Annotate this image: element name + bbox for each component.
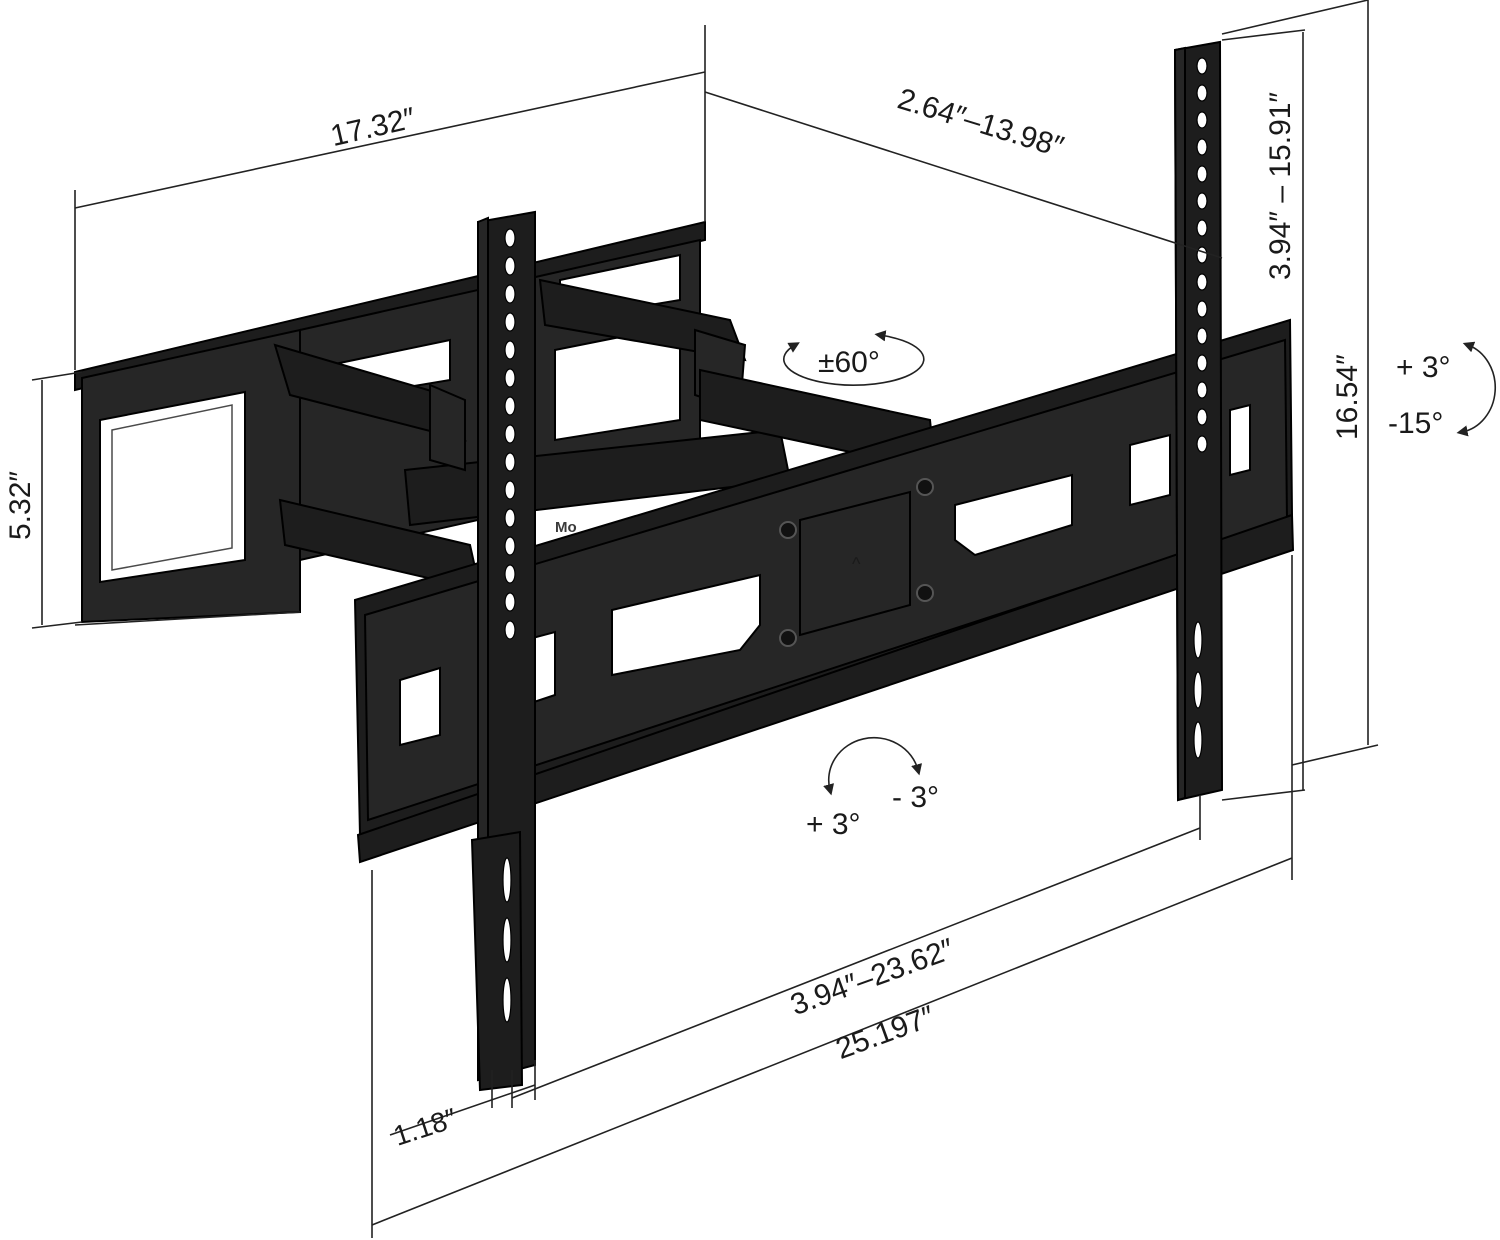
swivel-arrow-icon <box>783 330 925 386</box>
bracket-hole <box>1196 192 1208 210</box>
bracket-hole <box>1196 300 1208 318</box>
bracket-hole <box>1196 84 1208 102</box>
bracket-hole <box>1193 621 1203 659</box>
bracket-hole <box>502 977 512 1023</box>
bracket-hole <box>502 917 512 963</box>
bolt-icon <box>916 584 934 602</box>
tilt-down-label: -15° <box>1388 407 1443 440</box>
bracket-hole <box>1193 671 1203 709</box>
bracket-hole <box>504 536 516 556</box>
bracket-hole <box>504 396 516 416</box>
tilt-up-label: + 3° <box>1396 351 1451 384</box>
level-arrow-icon <box>823 736 922 796</box>
bracket-hole <box>504 284 516 304</box>
swivel-label: ±60° <box>818 346 880 379</box>
level-indicator: + 3° - 3° <box>806 736 939 841</box>
bracket-hole <box>1196 138 1208 156</box>
bracket-hole <box>504 312 516 332</box>
bracket-hole <box>1196 327 1208 345</box>
bracket-hole <box>1196 219 1208 237</box>
bracket-hole <box>1193 721 1203 759</box>
bracket-hole <box>504 620 516 640</box>
wall-plate-height-label: 5.32″ <box>4 471 37 540</box>
bracket-hole <box>1196 111 1208 129</box>
bracket-hole <box>504 368 516 388</box>
total-height-label: 16.54″ <box>1331 354 1364 440</box>
right-vertical-bracket <box>1173 40 1224 802</box>
arm-depth-label: 17.32″ <box>327 102 418 154</box>
tilt-indicator: + 3° -15° <box>1388 341 1497 440</box>
bracket-hole <box>504 256 516 276</box>
bracket-spacing-label: 3.94″ – 15.91″ <box>1264 92 1297 280</box>
bracket-hole <box>504 564 516 584</box>
bracket-width-label: 1.18″ <box>390 1102 461 1151</box>
bracket-hole <box>504 480 516 500</box>
bracket-hole <box>1196 354 1208 372</box>
bracket-hole <box>1196 381 1208 399</box>
bracket-hole <box>504 228 516 248</box>
horizontal-spacing-label: 3.94″–23.62″ <box>786 932 959 1022</box>
level-plus-label: + 3° <box>806 808 861 841</box>
dimension-lines <box>31 0 1379 1238</box>
bracket-hole <box>1196 246 1208 264</box>
bracket-hole <box>1196 408 1208 426</box>
bolt-icon <box>779 629 797 647</box>
bolt-icon <box>779 521 797 539</box>
bracket-hole <box>504 424 516 444</box>
bracket-hole <box>504 508 516 528</box>
bracket-hole <box>1196 273 1208 291</box>
left-vertical-bracket <box>470 210 536 1092</box>
bracket-hole <box>504 452 516 472</box>
bracket-hole <box>504 592 516 612</box>
total-width-label: 25.197″ <box>832 1000 940 1066</box>
level-minus-label: - 3° <box>892 781 939 814</box>
tilt-arrow-icon <box>1456 341 1497 437</box>
up-arrow-icon: ^ <box>852 554 861 574</box>
tv-rail: ^ Mo <box>353 318 1295 864</box>
bracket-hole <box>1196 165 1208 183</box>
bolt-icon <box>916 478 934 496</box>
swivel-indicator: ±60° <box>783 330 925 386</box>
bracket-hole <box>504 340 516 360</box>
brand-label: Mo <box>555 519 577 536</box>
extension-label: 2.64″–13.98″ <box>894 82 1068 164</box>
bracket-hole <box>1196 57 1208 75</box>
bracket-hole <box>1196 435 1208 453</box>
bracket-hole <box>502 857 512 903</box>
